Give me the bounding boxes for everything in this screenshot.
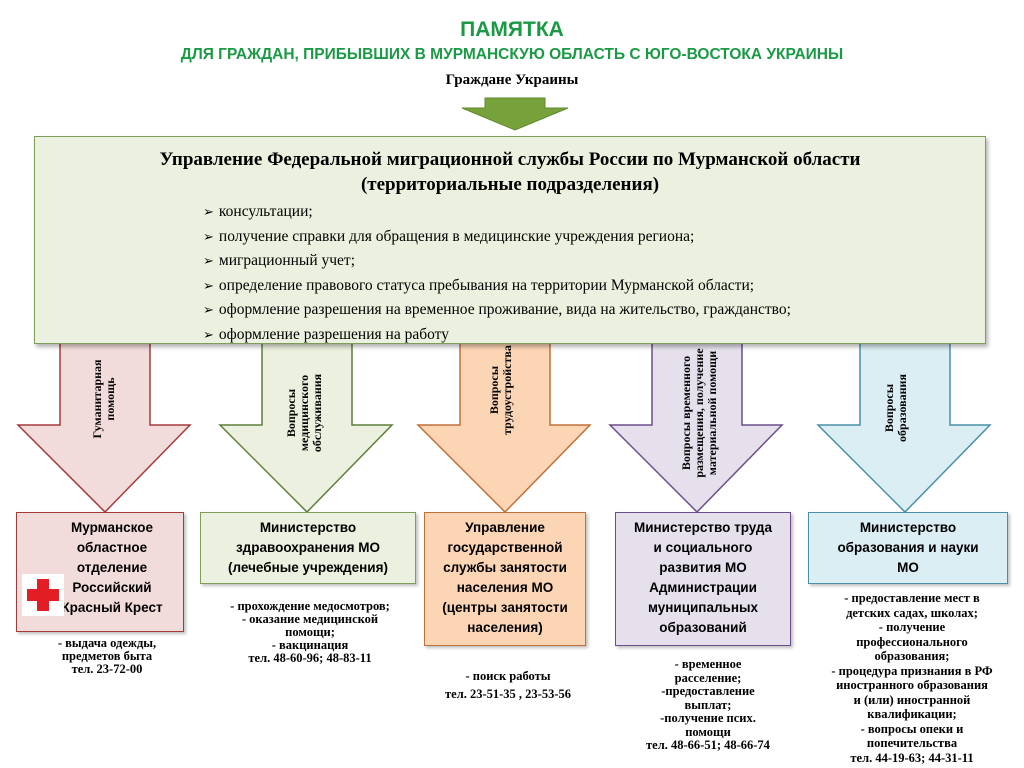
desc-employment: - поиск работы тел. 23-51-35 , 23-53-56 xyxy=(410,667,606,703)
desc-line: - получение xyxy=(878,620,946,634)
desc-humanitarian: - выдача одежды, предметов быта тел. 23-… xyxy=(18,637,196,676)
desc-line: - процедура признания в РФ xyxy=(831,663,993,678)
org-line: развития МО xyxy=(659,560,747,575)
desc-line: -предоставление xyxy=(661,684,755,698)
desc-line: -получение псих. xyxy=(660,711,756,725)
org-labor-ministry: Министерство труда и социального развити… xyxy=(615,512,791,646)
audience-label: Граждане Украины xyxy=(445,72,579,88)
list-item: оформление разрешения на работу xyxy=(203,323,791,348)
arrow-label-medical: Вопросы медицинского обслуживания xyxy=(284,345,327,481)
desc-line: - предоставление мест в xyxy=(844,591,980,605)
org-health-ministry: Министерство здравоохранения МО (лечебны… xyxy=(200,512,416,584)
desc-line: и (или) иностранной xyxy=(853,692,971,707)
desc-line: расселение; xyxy=(674,670,742,685)
org-line: службы занятости xyxy=(443,560,567,575)
org-line: Министерство xyxy=(259,520,357,535)
org-line: образований xyxy=(659,620,747,635)
desc-line: помощи; xyxy=(285,625,335,639)
fms-title: Управление Федеральной миграционной служ… xyxy=(35,147,985,197)
org-line: МО xyxy=(897,560,919,575)
desc-line: детских садах, школах; xyxy=(846,605,978,620)
org-line: и социального xyxy=(653,540,753,555)
desc-line: иностранного образования xyxy=(836,678,988,692)
list-item: консультации; xyxy=(203,200,791,225)
arrow-label-line: обслуживания xyxy=(310,373,324,453)
arrow-education xyxy=(816,339,992,514)
desc-line: профессионального xyxy=(856,634,968,649)
arrow-humanitarian xyxy=(16,339,192,514)
desc-line: выплат; xyxy=(684,697,732,712)
org-line: населения МО xyxy=(456,580,554,595)
desc-line: тел. 23-51-35 , 23-53-56 xyxy=(445,687,571,701)
desc-line: тел. 48-66-51; 48-66-74 xyxy=(646,738,770,752)
desc-education: - предоставление мест в детских садах, ш… xyxy=(800,591,1024,765)
org-line: Красный Крест xyxy=(61,600,163,615)
org-line: здравоохранения МО xyxy=(235,540,381,555)
arrow-housing xyxy=(608,339,784,514)
org-line: Российский xyxy=(72,580,152,595)
arrow-label-line: материальной помощи xyxy=(705,350,719,476)
desc-line: квалификации; xyxy=(867,707,957,721)
fms-title-line: (территориальные подразделения) xyxy=(360,174,660,195)
org-line: образования и науки xyxy=(837,540,979,555)
org-employment-service: Управление государственной службы занято… xyxy=(424,512,586,646)
top-arrow xyxy=(461,97,569,131)
desc-line: тел. 48-60-96; 48-83-11 xyxy=(248,651,372,665)
arrow-medical xyxy=(218,339,394,514)
arrow-label-humanitarian: Гуманитарная помощь xyxy=(90,334,121,464)
desc-line: тел. 44-19-63; 44-31-11 xyxy=(850,750,974,765)
desc-housing: - временное расселение; -предоставление … xyxy=(610,657,806,753)
fms-services-list: консультации; получение справки для обра… xyxy=(203,200,791,347)
org-line: населения) xyxy=(467,620,543,635)
desc-line: - вакцинация xyxy=(271,638,349,652)
arrow-label-line: помощь xyxy=(103,377,117,421)
org-education-ministry: Министерство образования и науки МО xyxy=(808,512,1008,584)
org-line: Министерство xyxy=(859,520,957,535)
org-line: отделение xyxy=(76,560,148,575)
org-line: Мурманское xyxy=(71,520,153,535)
org-line: Министерство труда xyxy=(633,520,773,535)
org-line: (центры занятости xyxy=(442,600,568,615)
page-subtitle: ДЛЯ ГРАЖДАН, ПРИБЫВШИХ В МУРМАНСКУЮ ОБЛА… xyxy=(180,46,844,63)
list-item: получение справки для обращения в медици… xyxy=(203,225,791,250)
desc-line: - временное xyxy=(674,657,742,671)
desc-line: - оказание медицинской xyxy=(241,612,379,626)
desc-line: образования; xyxy=(874,649,950,663)
arrow-label-housing: Вопросы временного размещения, получение… xyxy=(679,323,722,503)
arrow-label-employment: Вопросы трудоустройства xyxy=(487,325,518,455)
desc-medical: - прохождение медосмотров; - оказание ме… xyxy=(196,600,424,665)
arrow-label-line: трудоустройства xyxy=(500,345,514,435)
desc-line: - выдача одежды, xyxy=(57,636,157,650)
org-line: областное xyxy=(76,540,148,555)
org-line: государственной xyxy=(447,540,563,555)
desc-line: тел. 23-72-00 xyxy=(71,662,143,676)
desc-line: помощи xyxy=(685,724,731,739)
arrow-employment xyxy=(416,339,592,514)
list-item: оформление разрешения на временное прожи… xyxy=(203,298,791,323)
red-cross-icon xyxy=(22,574,64,616)
fms-main-box: Управление Федеральной миграционной служ… xyxy=(34,136,986,344)
arrow-label-education: Вопросы образования xyxy=(882,358,913,458)
org-line: муниципальных xyxy=(647,600,759,615)
desc-line: - вопросы опеки и xyxy=(860,721,964,736)
desc-line: - прохождение медосмотров; xyxy=(230,599,390,613)
list-item: определение правового статуса пребывания… xyxy=(203,274,791,299)
page-title: ПАМЯТКА xyxy=(460,18,564,41)
org-line: Управление xyxy=(465,520,545,535)
org-line: Администрации xyxy=(649,580,757,595)
list-item: миграционный учет; xyxy=(203,249,791,274)
arrow-label-line: образования xyxy=(895,374,909,442)
org-line: (лечебные учреждения) xyxy=(228,560,388,575)
desc-line: предметов быта xyxy=(61,649,153,663)
desc-line: попечительства xyxy=(866,736,958,750)
desc-line: - поиск работы xyxy=(465,669,551,683)
fms-title-line: Управление Федеральной миграционной служ… xyxy=(159,149,861,170)
